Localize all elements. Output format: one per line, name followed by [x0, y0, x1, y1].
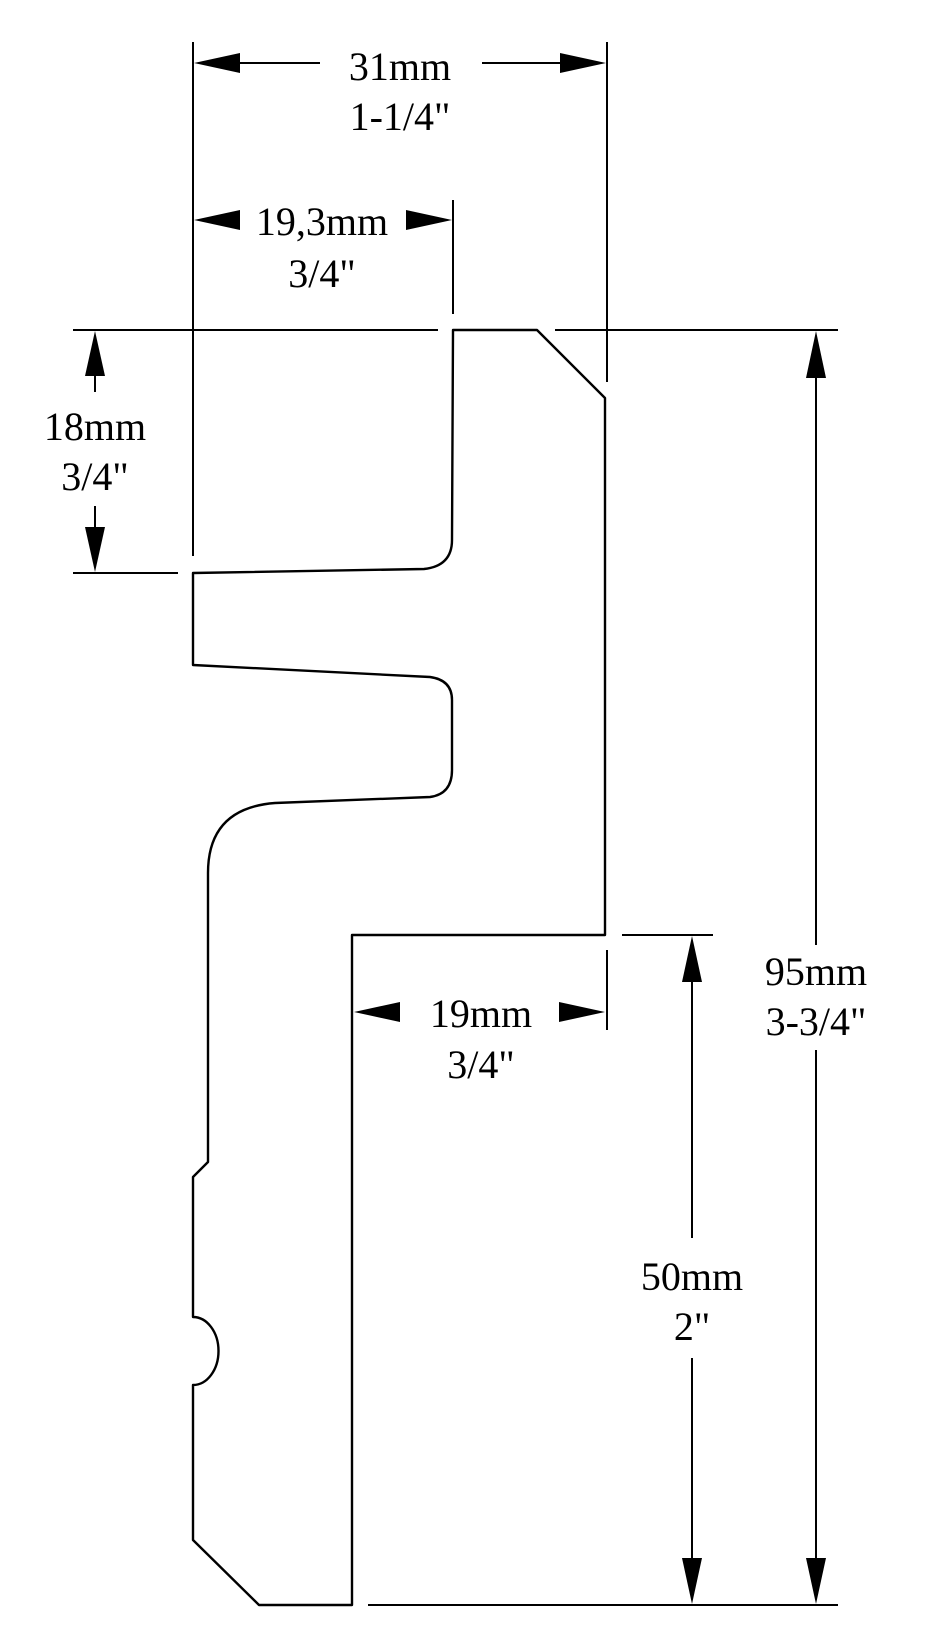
label-mask	[284, 251, 360, 296]
rabbet-width-arrow-left	[354, 1002, 400, 1022]
rabbet-width-arrow-right	[559, 1002, 605, 1022]
tongue-width-arrow-right	[406, 210, 452, 230]
overall-height-arrow-up	[806, 331, 826, 378]
top-depth-arrow-up	[85, 331, 105, 376]
top-depth-arrow-down	[85, 527, 105, 572]
rabbet-height-metric: 50mm	[641, 1254, 743, 1299]
label-mask	[345, 94, 455, 139]
label-mask	[760, 949, 872, 994]
overall-height-arrow-down	[806, 1558, 826, 1604]
overall-height-metric: 95mm	[765, 949, 867, 994]
overall-height-imperial: 3-3/4"	[766, 999, 867, 1044]
rabbet-height-arrow-up	[682, 936, 702, 982]
tongue-width-metric: 19,3mm	[256, 199, 388, 244]
rabbet-width-imperial: 3/4"	[447, 1042, 514, 1087]
top-depth-imperial: 3/4"	[61, 454, 128, 499]
top-depth-metric: 18mm	[44, 404, 146, 449]
label-mask	[57, 454, 133, 499]
overall-width-metric: 31mm	[349, 44, 451, 89]
label-mask	[425, 991, 537, 1036]
molding-profile-outline	[191, 328, 607, 1607]
label-mask	[443, 1042, 519, 1087]
rabbet-height-arrow-down	[682, 1558, 702, 1604]
tongue-width-imperial: 3/4"	[288, 251, 355, 296]
rabbet-height-imperial: 2"	[674, 1304, 710, 1349]
overall-width-imperial: 1-1/4"	[350, 94, 451, 139]
label-mask	[761, 999, 871, 1044]
label-mask	[344, 44, 456, 89]
tongue-width-arrow-left	[194, 210, 240, 230]
label-mask	[251, 199, 393, 244]
label-mask	[39, 404, 151, 449]
overall-width-arrow-right	[560, 53, 606, 73]
label-mask	[669, 1304, 715, 1349]
overall-width-arrow-left	[194, 53, 240, 73]
rabbet-width-metric: 19mm	[430, 991, 532, 1036]
label-mask	[636, 1254, 748, 1299]
